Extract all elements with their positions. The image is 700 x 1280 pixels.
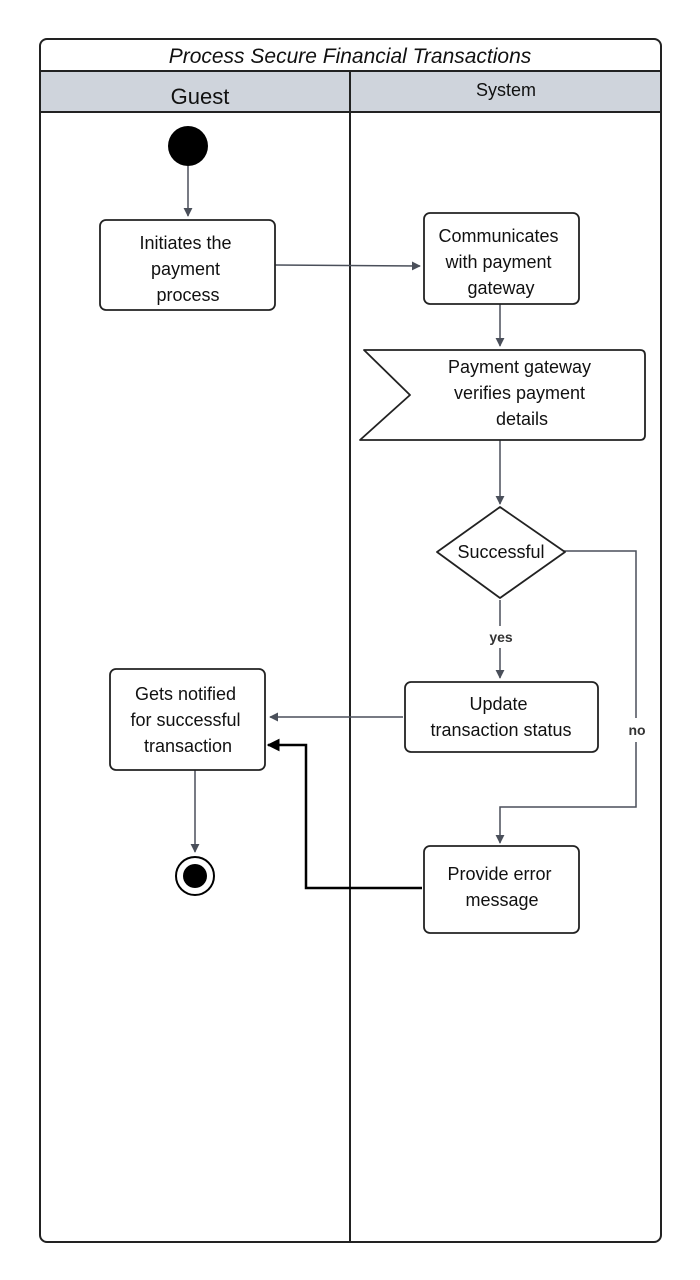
node-initiate-label: Initiates the payment process <box>139 233 236 305</box>
node-communicate-line-3: gateway <box>467 278 534 298</box>
edge-error-to-notified <box>266 738 422 890</box>
lane-header: Guest System <box>40 72 661 113</box>
node-notified-line-3: transaction <box>144 736 232 756</box>
node-communicate-line-2: with payment <box>444 252 551 272</box>
diagram-title: Process Secure Financial Transactions <box>169 45 532 68</box>
edge-no-to-error <box>495 742 637 844</box>
start-node <box>168 126 208 166</box>
lane-system-label: System <box>476 80 536 100</box>
node-error-label: Provide error message <box>447 864 556 910</box>
node-error-line-2: message <box>465 890 538 910</box>
decision-successful: Successful <box>436 506 566 599</box>
node-update-label: Update transaction status <box>430 694 571 740</box>
node-notified-label: Gets notified for successful transaction <box>130 684 245 756</box>
end-node <box>175 856 215 896</box>
node-verify-line-2: verifies payment <box>454 383 585 403</box>
node-update-line-2: transaction status <box>430 720 571 740</box>
node-update-status: Update transaction status <box>404 681 599 753</box>
node-verify-line-3: details <box>496 409 548 429</box>
node-initiate-payment: Initiates the payment process <box>99 219 276 311</box>
node-verify-payment: Payment gateway verifies payment details <box>359 349 646 441</box>
node-initiate-line-3: process <box>156 285 219 305</box>
decision-label: Successful <box>457 542 544 562</box>
node-gets-notified: Gets notified for successful transaction <box>109 668 266 771</box>
node-update-line-1: Update <box>469 694 527 714</box>
node-verify-label: Payment gateway verifies payment details <box>448 357 596 429</box>
node-initiate-line-1: Initiates the <box>139 233 231 253</box>
edge-label-no: no <box>628 722 645 738</box>
edge-label-yes: yes <box>489 629 513 645</box>
node-error-message: Provide error message <box>423 845 580 934</box>
edge-initiate-to-communicate <box>274 261 421 271</box>
node-communicate-gateway: Communicates with payment gateway <box>423 212 580 305</box>
node-initiate-line-2: payment <box>151 259 220 279</box>
node-communicate-label: Communicates with payment gateway <box>438 226 563 298</box>
node-communicate-line-1: Communicates <box>438 226 558 246</box>
node-verify-line-1: Payment gateway <box>448 357 591 377</box>
node-notified-line-1: Gets notified <box>135 684 236 704</box>
edges <box>183 166 637 853</box>
node-error-line-1: Provide error <box>447 864 551 884</box>
node-notified-line-2: for successful <box>130 710 240 730</box>
lane-guest-label: Guest <box>171 84 230 109</box>
edge-decision-to-no <box>564 550 637 718</box>
title-bar: Process Secure Financial Transactions <box>40 45 661 72</box>
